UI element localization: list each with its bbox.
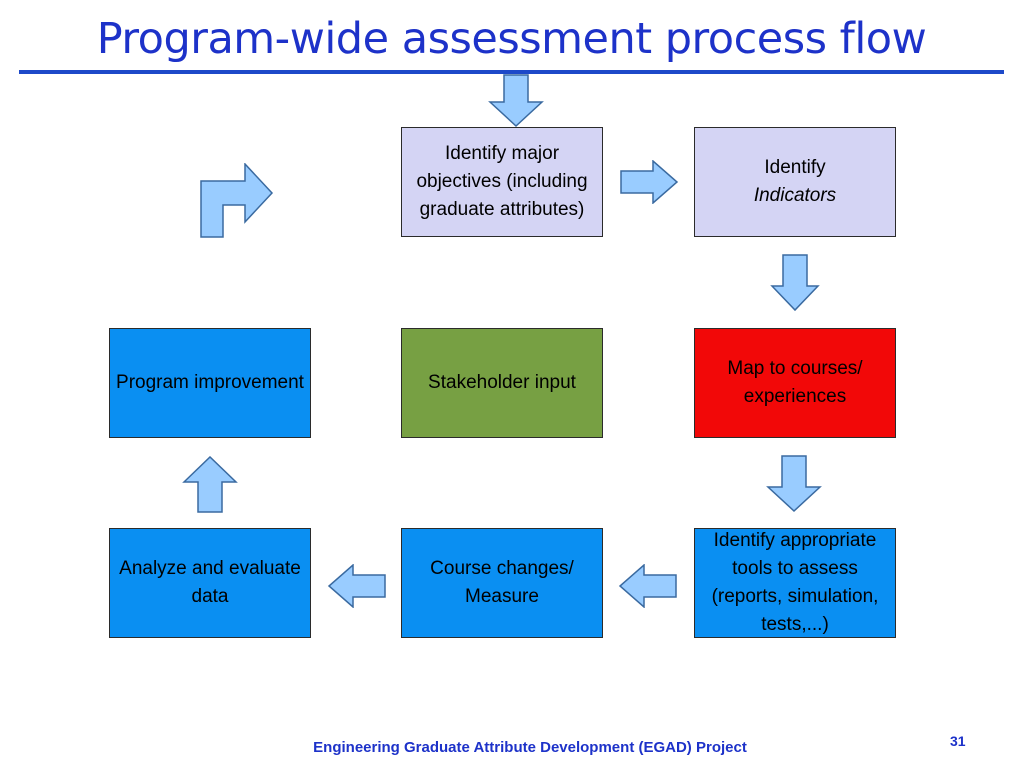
box-identify-objectives-text: Identify major objectives (including gra… [416,143,588,220]
box-analyze-evaluate-text: Analyze and evaluate data [119,558,301,607]
box-identify-objectives: Identify major objectives (including gra… [401,127,603,237]
box-stakeholder-input: Stakeholder input [401,328,603,438]
box-course-changes-text: Course changes/ Measure [430,558,574,607]
arrow-down-icon [488,74,544,128]
box-stakeholder-input-text: Stakeholder input [428,372,576,393]
arrow-left-icon [327,564,386,608]
box-identify-indicators: Identify Indicators [694,127,896,237]
box-program-improvement: Program improvement [109,328,311,438]
footer-text: Engineering Graduate Attribute Developme… [313,739,747,756]
title-divider [19,70,1004,74]
arrow-down-icon [766,455,822,513]
arrow-right-icon [620,160,679,204]
bent-arrow-icon [200,163,274,238]
arrow-up-icon [182,456,238,513]
box-identify-tools: Identify appropriate tools to assess (re… [694,528,896,638]
box-course-changes: Course changes/ Measure [401,528,603,638]
arrow-down-icon [770,254,820,312]
box-program-improvement-text: Program improvement [116,372,304,393]
arrow-left-icon [618,564,677,608]
box-map-to-courses-text: Map to courses/ experiences [727,358,863,407]
box-identify-tools-text: Identify appropriate tools to assess (re… [711,530,879,635]
slide-title: Program-wide assessment process flow [96,14,927,64]
box-identify-indicators-line2: Indicators [753,185,837,206]
box-analyze-evaluate: Analyze and evaluate data [109,528,311,638]
box-map-to-courses: Map to courses/ experiences [694,328,896,438]
box-identify-indicators-line1: Identify [764,157,826,178]
page-number: 31 [950,733,966,749]
